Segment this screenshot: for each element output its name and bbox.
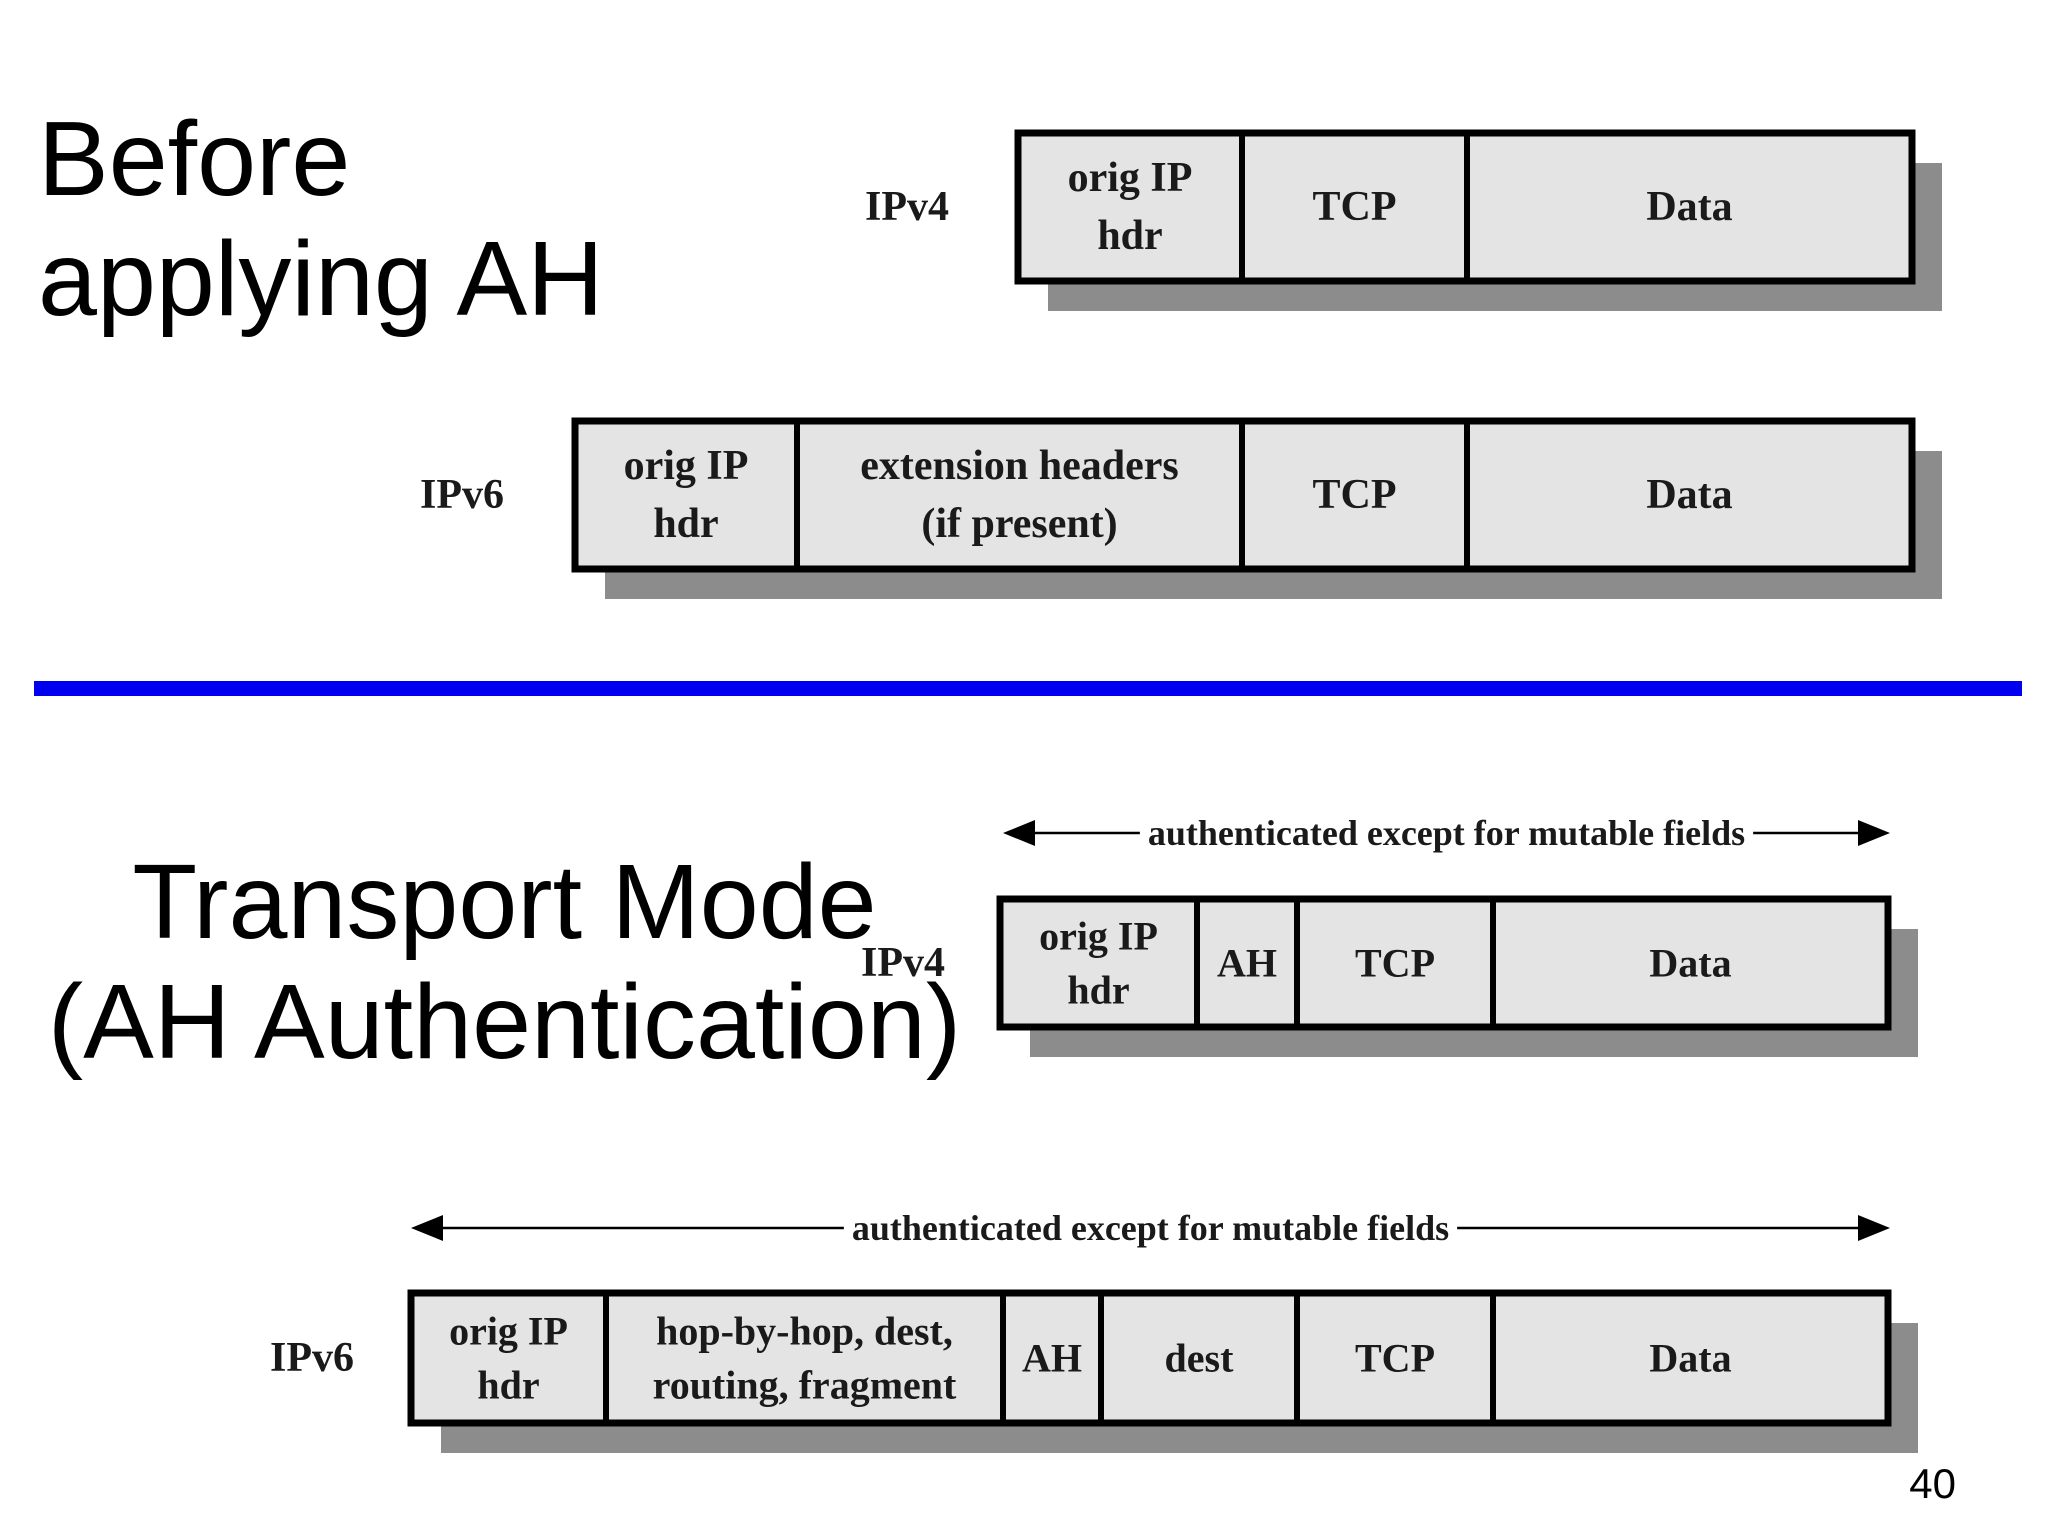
packet-field: TCP — [1313, 472, 1397, 518]
field-label: TCP — [1355, 941, 1435, 986]
slide-title-transport-mode: Transport Mode (AH Authentication) — [0, 843, 1017, 1083]
packet-field: orig IP hdr — [1039, 914, 1158, 1013]
packet-field: Data — [1646, 472, 1732, 518]
field-label: extension headers — [860, 443, 1179, 489]
packet-field: Data — [1649, 941, 1731, 986]
row-label: IPv4 — [861, 940, 945, 986]
row-label: IPv6 — [270, 1335, 354, 1381]
packet-field: TCP — [1313, 184, 1397, 230]
arrow-label: authenticated except for mutable fields — [1148, 813, 1745, 853]
field-label: hop-by-hop, dest, — [656, 1309, 953, 1354]
packet-border — [407, 1289, 1892, 1427]
field-label: orig IP — [1068, 155, 1193, 201]
packet-field: orig IP hdr — [624, 443, 749, 547]
field-label: Data — [1646, 472, 1732, 518]
field-label: orig IP — [1039, 914, 1158, 959]
packet-field: orig IP hdr — [449, 1309, 568, 1408]
arrow-head-left — [411, 1215, 443, 1241]
arrow-label-gap — [843, 1222, 1458, 1234]
packet-field: Data — [1646, 184, 1732, 230]
packet-field: TCP — [1355, 941, 1435, 986]
packet-field: extension headers (if present) — [860, 443, 1179, 547]
ipv6-before-ah-packet: IPv6 orig IP hdr extension headers (if prese… — [420, 417, 1942, 599]
packet-border — [571, 417, 1916, 573]
field-label: (if present) — [921, 501, 1117, 547]
field-label: hdr — [1067, 968, 1129, 1013]
packet-field: hop-by-hop, dest, routing, fragment — [653, 1309, 957, 1408]
ipv6-transport-mode-packet: authenticated except for mutable fieldsI… — [270, 1208, 1918, 1453]
arrow-head-left — [1003, 820, 1035, 846]
packet-field: Data — [1649, 1336, 1731, 1381]
packet-field: AH — [1217, 941, 1277, 986]
packet-border — [996, 895, 1892, 1031]
field-label: TCP — [1313, 184, 1397, 230]
field-label: dest — [1165, 1336, 1235, 1381]
field-label: Data — [1649, 1336, 1731, 1381]
field-label: Data — [1649, 941, 1731, 986]
arrow-head-right — [1858, 820, 1890, 846]
field-label: TCP — [1313, 472, 1397, 518]
field-label: hdr — [653, 501, 718, 547]
packet-border — [1014, 129, 1916, 285]
ipv4-before-ah-packet: IPv4 orig IP hdr TCP Data — [865, 129, 1942, 311]
section-divider — [34, 681, 2022, 696]
field-label: hdr — [477, 1363, 539, 1408]
slide-title-before: Before applying AH — [38, 100, 604, 340]
title-line: (AH Authentication) — [47, 962, 962, 1081]
packet-body — [1000, 899, 1888, 1027]
row-label: IPv4 — [865, 184, 949, 230]
packet-field: dest — [1165, 1336, 1235, 1381]
packet-body — [411, 1293, 1888, 1423]
row-label: IPv6 — [420, 472, 504, 518]
arrow-label-gap — [1139, 827, 1754, 839]
page-number: 40 — [1909, 1460, 1956, 1507]
field-label: TCP — [1355, 1336, 1435, 1381]
field-label: hdr — [1097, 213, 1162, 259]
field-label: Data — [1646, 184, 1732, 230]
title-line: Before — [38, 100, 351, 218]
packet-field: TCP — [1355, 1336, 1435, 1381]
arrow-label: authenticated except for mutable fields — [852, 1208, 1449, 1248]
arrow-head-right — [1858, 1215, 1890, 1241]
packet-field: orig IP hdr — [1068, 155, 1193, 259]
title-line: Transport Mode — [132, 843, 877, 961]
field-label: routing, fragment — [653, 1363, 957, 1408]
field-label: orig IP — [624, 443, 749, 489]
ipv4-transport-mode-packet: authenticated except for mutable fieldsI… — [861, 813, 1918, 1057]
field-label: AH — [1217, 941, 1277, 986]
field-label: AH — [1022, 1336, 1082, 1381]
field-label: orig IP — [449, 1309, 568, 1354]
packet-field: AH — [1022, 1336, 1082, 1381]
title-line: applying AH — [38, 219, 604, 338]
